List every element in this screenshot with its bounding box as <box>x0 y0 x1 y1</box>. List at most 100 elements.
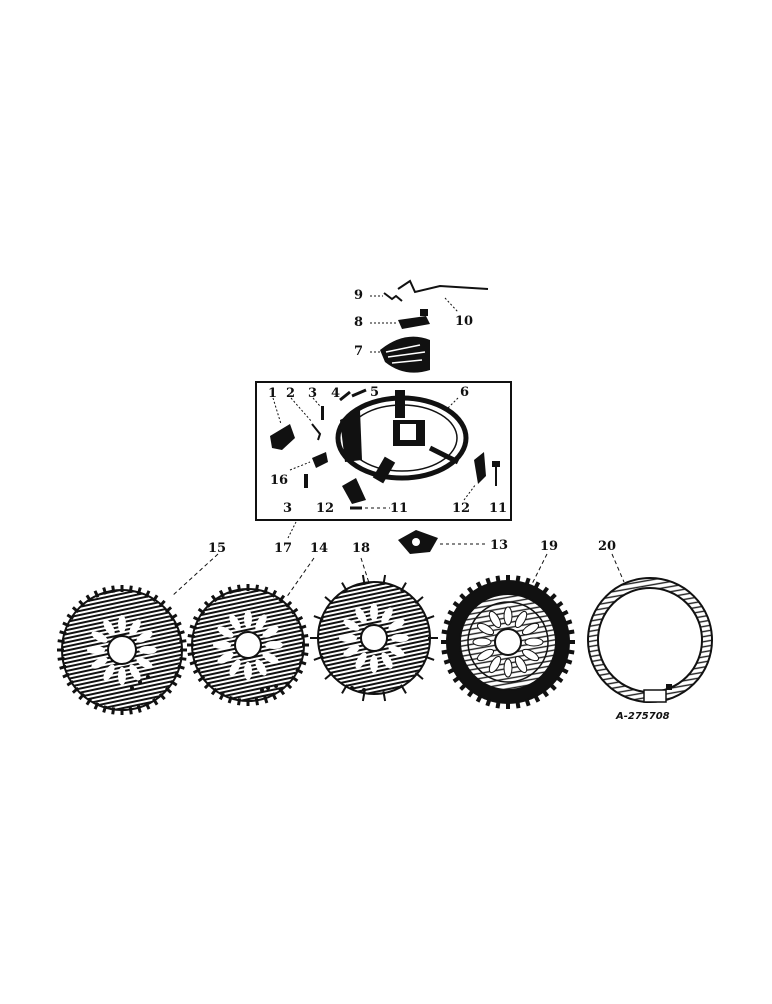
assembly-box <box>255 381 512 521</box>
seed-cell <box>370 603 378 621</box>
gear-tooth <box>298 624 307 630</box>
seed-cell <box>136 657 153 669</box>
callout-14: 14 <box>310 541 329 556</box>
pawl-16 <box>312 452 328 468</box>
gear-tooth <box>62 672 70 679</box>
seed-cell <box>388 645 405 657</box>
gear-tooth <box>400 582 407 592</box>
seed-cell <box>229 659 241 676</box>
seed-cell <box>524 637 544 647</box>
seed-plate-19 <box>441 575 575 709</box>
gear-tooth <box>459 682 468 691</box>
gear-tooth <box>218 692 225 701</box>
gear-tooth <box>174 672 182 679</box>
gear-tooth <box>278 687 286 696</box>
callout-9: 9 <box>354 288 364 303</box>
gear-tooth <box>443 619 452 626</box>
seed-cell <box>388 619 405 631</box>
gear-tooth <box>295 615 304 622</box>
gear-tooth <box>361 574 366 585</box>
gear-tooth <box>170 613 178 620</box>
seed-cell <box>262 652 279 664</box>
cone-cover <box>380 336 430 373</box>
leader-2 <box>290 397 313 423</box>
gear-tooth <box>128 585 133 593</box>
leader-14 <box>285 557 315 599</box>
seed-plate-15 <box>57 585 187 715</box>
gear-tooth <box>152 698 159 706</box>
gear-tooth <box>452 600 461 609</box>
gear-tooth <box>144 702 151 710</box>
gear-tooth <box>475 581 483 590</box>
leader-16 <box>289 461 311 471</box>
leader-15 <box>171 553 219 597</box>
hopper-ring-assembly <box>335 390 469 484</box>
gear-tooth <box>187 634 195 639</box>
gear-tooth <box>441 629 450 635</box>
gear-tooth <box>136 705 142 713</box>
bearing-bracket <box>398 530 438 554</box>
gear-tooth <box>301 634 309 639</box>
callout-8: 8 <box>354 315 364 330</box>
callout-17: 17 <box>274 541 293 556</box>
gear-tooth <box>237 698 242 706</box>
gear-tooth <box>560 667 569 675</box>
cotter-clip <box>383 292 403 302</box>
seed-cell <box>91 631 108 643</box>
gear-tooth <box>278 594 286 603</box>
seed-cell <box>488 610 502 629</box>
gear-tooth <box>466 689 475 698</box>
gear-tooth <box>85 594 92 602</box>
screw <box>351 388 367 398</box>
gear-tooth <box>111 707 116 715</box>
gear-tooth <box>57 656 65 661</box>
leader-20 <box>611 553 625 583</box>
callout-7: 7 <box>354 344 364 359</box>
gear-tooth <box>85 698 92 706</box>
gear-tooth <box>71 686 80 694</box>
gear-tooth <box>324 671 334 680</box>
callout-11-right: 11 <box>489 501 508 516</box>
gear-tooth <box>179 656 187 661</box>
leader-12b <box>463 483 477 501</box>
seed-cell <box>217 652 234 664</box>
gear-tooth <box>555 675 564 684</box>
leader-17 <box>287 521 297 539</box>
gear-tooth <box>564 658 573 665</box>
gear-tooth <box>541 689 550 698</box>
gear-tooth <box>59 664 67 670</box>
gear-tooth <box>466 586 475 595</box>
gear-tooth <box>102 587 108 595</box>
gear-tooth <box>441 649 450 655</box>
callout-4: 4 <box>331 386 341 401</box>
gear-tooth <box>298 660 307 666</box>
spring-clip <box>311 423 322 441</box>
gear-tooth <box>210 594 218 603</box>
gear-tooth <box>177 630 185 636</box>
gear-tooth <box>524 698 531 707</box>
seed-cell <box>229 614 241 631</box>
gear-tooth <box>515 700 521 709</box>
gear-tooth <box>361 691 366 702</box>
pin <box>321 406 324 420</box>
gear-tooth <box>136 587 142 595</box>
gear-tooth <box>227 586 233 595</box>
gear-tooth <box>111 585 116 593</box>
gear-tooth <box>382 691 387 702</box>
gear-tooth <box>62 621 70 628</box>
gear-tooth <box>197 607 206 615</box>
gear-tooth <box>263 586 269 595</box>
gear-tooth <box>203 682 211 690</box>
seed-plate-18 <box>310 574 438 702</box>
seed-cell <box>136 631 153 643</box>
gear-tooth <box>227 695 233 704</box>
seed-cell <box>255 659 267 676</box>
filler-ring-20 <box>587 577 713 703</box>
callout-3-lower: 3 <box>283 501 293 516</box>
seed-cell <box>343 619 360 631</box>
leader-10 <box>444 297 459 313</box>
gear-tooth <box>566 649 575 655</box>
leader-19 <box>529 553 548 589</box>
gear-tooth <box>443 658 452 665</box>
seed-cell <box>521 622 540 636</box>
